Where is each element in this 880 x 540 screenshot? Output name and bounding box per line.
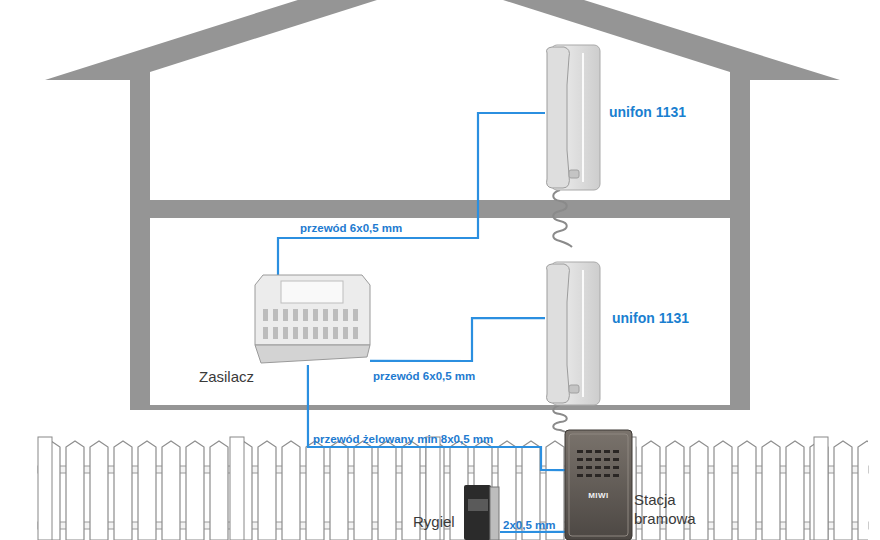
indoor-handset: unifon 1131: [545, 262, 600, 405]
psu-vent: [343, 327, 348, 339]
speaker-grille: [604, 466, 610, 469]
psu-vent: [313, 327, 318, 339]
device-label: Zasilacz: [199, 368, 254, 385]
speaker-grille: [595, 466, 601, 469]
handset-receiver: [547, 47, 570, 188]
psu-vent: [333, 309, 338, 321]
speaker-grille: [586, 450, 592, 453]
indoor-handset-outline: [545, 262, 600, 405]
power-supply: Zasilacz: [255, 275, 370, 365]
brand-text: MIWI: [565, 491, 632, 500]
station-frame: [569, 434, 628, 536]
psu-vent: [353, 309, 358, 321]
psu-vent: [353, 327, 358, 339]
psu-vent: [303, 309, 308, 321]
wire-connector: [500, 531, 565, 533]
speaker-grille: [577, 474, 583, 477]
speaker-grille: [613, 450, 619, 453]
body-highlight: [582, 270, 584, 397]
speaker-grille: [604, 474, 610, 477]
lock-body: [464, 485, 491, 540]
psu-vent: [283, 327, 288, 339]
fence-post: [38, 437, 52, 540]
device-label: Rygiel: [413, 513, 455, 530]
psu-vent: [313, 309, 318, 321]
psu-vent: [323, 327, 328, 339]
speaker-grille: [613, 466, 619, 469]
psu-vent: [263, 309, 268, 321]
speaker-grille: [577, 458, 583, 461]
device-label: Stacja bramowa: [634, 490, 724, 528]
wire-label: przewód żelowany min 8x0,5 mm: [313, 433, 493, 445]
upper-floor: [150, 0, 730, 200]
station-panel: [565, 430, 632, 540]
wire-connector: [308, 365, 565, 470]
fence-post: [230, 437, 244, 540]
psu-vent: [273, 309, 278, 321]
gate-station: MIWIStacja bramowa: [565, 430, 632, 540]
psu-vent: [333, 327, 338, 339]
handset-receiver: [547, 264, 570, 403]
ground-floor: [150, 218, 730, 405]
psu-vent: [273, 327, 278, 339]
speaker-grille: [577, 450, 583, 453]
speaker-grille: [586, 474, 592, 477]
electric-lock: Rygiel: [460, 485, 500, 540]
psu-vent: [283, 309, 288, 321]
electric-lock-outline: [460, 485, 500, 540]
lock-latch: [468, 499, 488, 511]
fence-pickets: [38, 440, 868, 540]
psu-base: [255, 345, 370, 363]
speaker-grille: [613, 458, 619, 461]
indoor-handset-outline: [545, 45, 600, 190]
handset-hook: [569, 170, 579, 178]
body-highlight: [582, 53, 584, 182]
power-supply-outline: [255, 275, 370, 365]
speaker-grille: [604, 450, 610, 453]
speaker-grille: [595, 474, 601, 477]
psu-vent: [263, 327, 268, 339]
wire-label: 2x0,5 mm: [503, 519, 555, 531]
speaker-grille: [613, 474, 619, 477]
speaker-grille: [595, 458, 601, 461]
gate-station-outline: [565, 430, 632, 540]
psu-vent: [343, 309, 348, 321]
speaker-grille: [586, 466, 592, 469]
house-outline: [45, 0, 840, 410]
device-label: unifon 1131: [609, 104, 686, 120]
wire-connector: [278, 113, 545, 275]
wire-label: przewód 6x0,5 mm: [300, 222, 402, 234]
speaker-grille: [577, 466, 583, 469]
psu-vent: [303, 327, 308, 339]
indoor-handset: unifon 1131: [545, 45, 600, 190]
psu-vent: [293, 327, 298, 339]
lock-faceplate: [490, 487, 499, 540]
device-label: unifon 1131: [612, 310, 689, 326]
speaker-grille: [604, 458, 610, 461]
speaker-grille: [586, 458, 592, 461]
handset-cord: [553, 190, 572, 247]
psu-sticker: [281, 281, 343, 303]
fence-post: [814, 437, 828, 540]
psu-vent: [293, 309, 298, 321]
speaker-grille: [595, 450, 601, 453]
wire-connector: [370, 318, 545, 361]
psu-vent: [323, 309, 328, 321]
psu-housing: [255, 275, 370, 345]
wire-label: przewód 6x0,5 mm: [373, 370, 475, 382]
handset-hook: [569, 385, 579, 393]
